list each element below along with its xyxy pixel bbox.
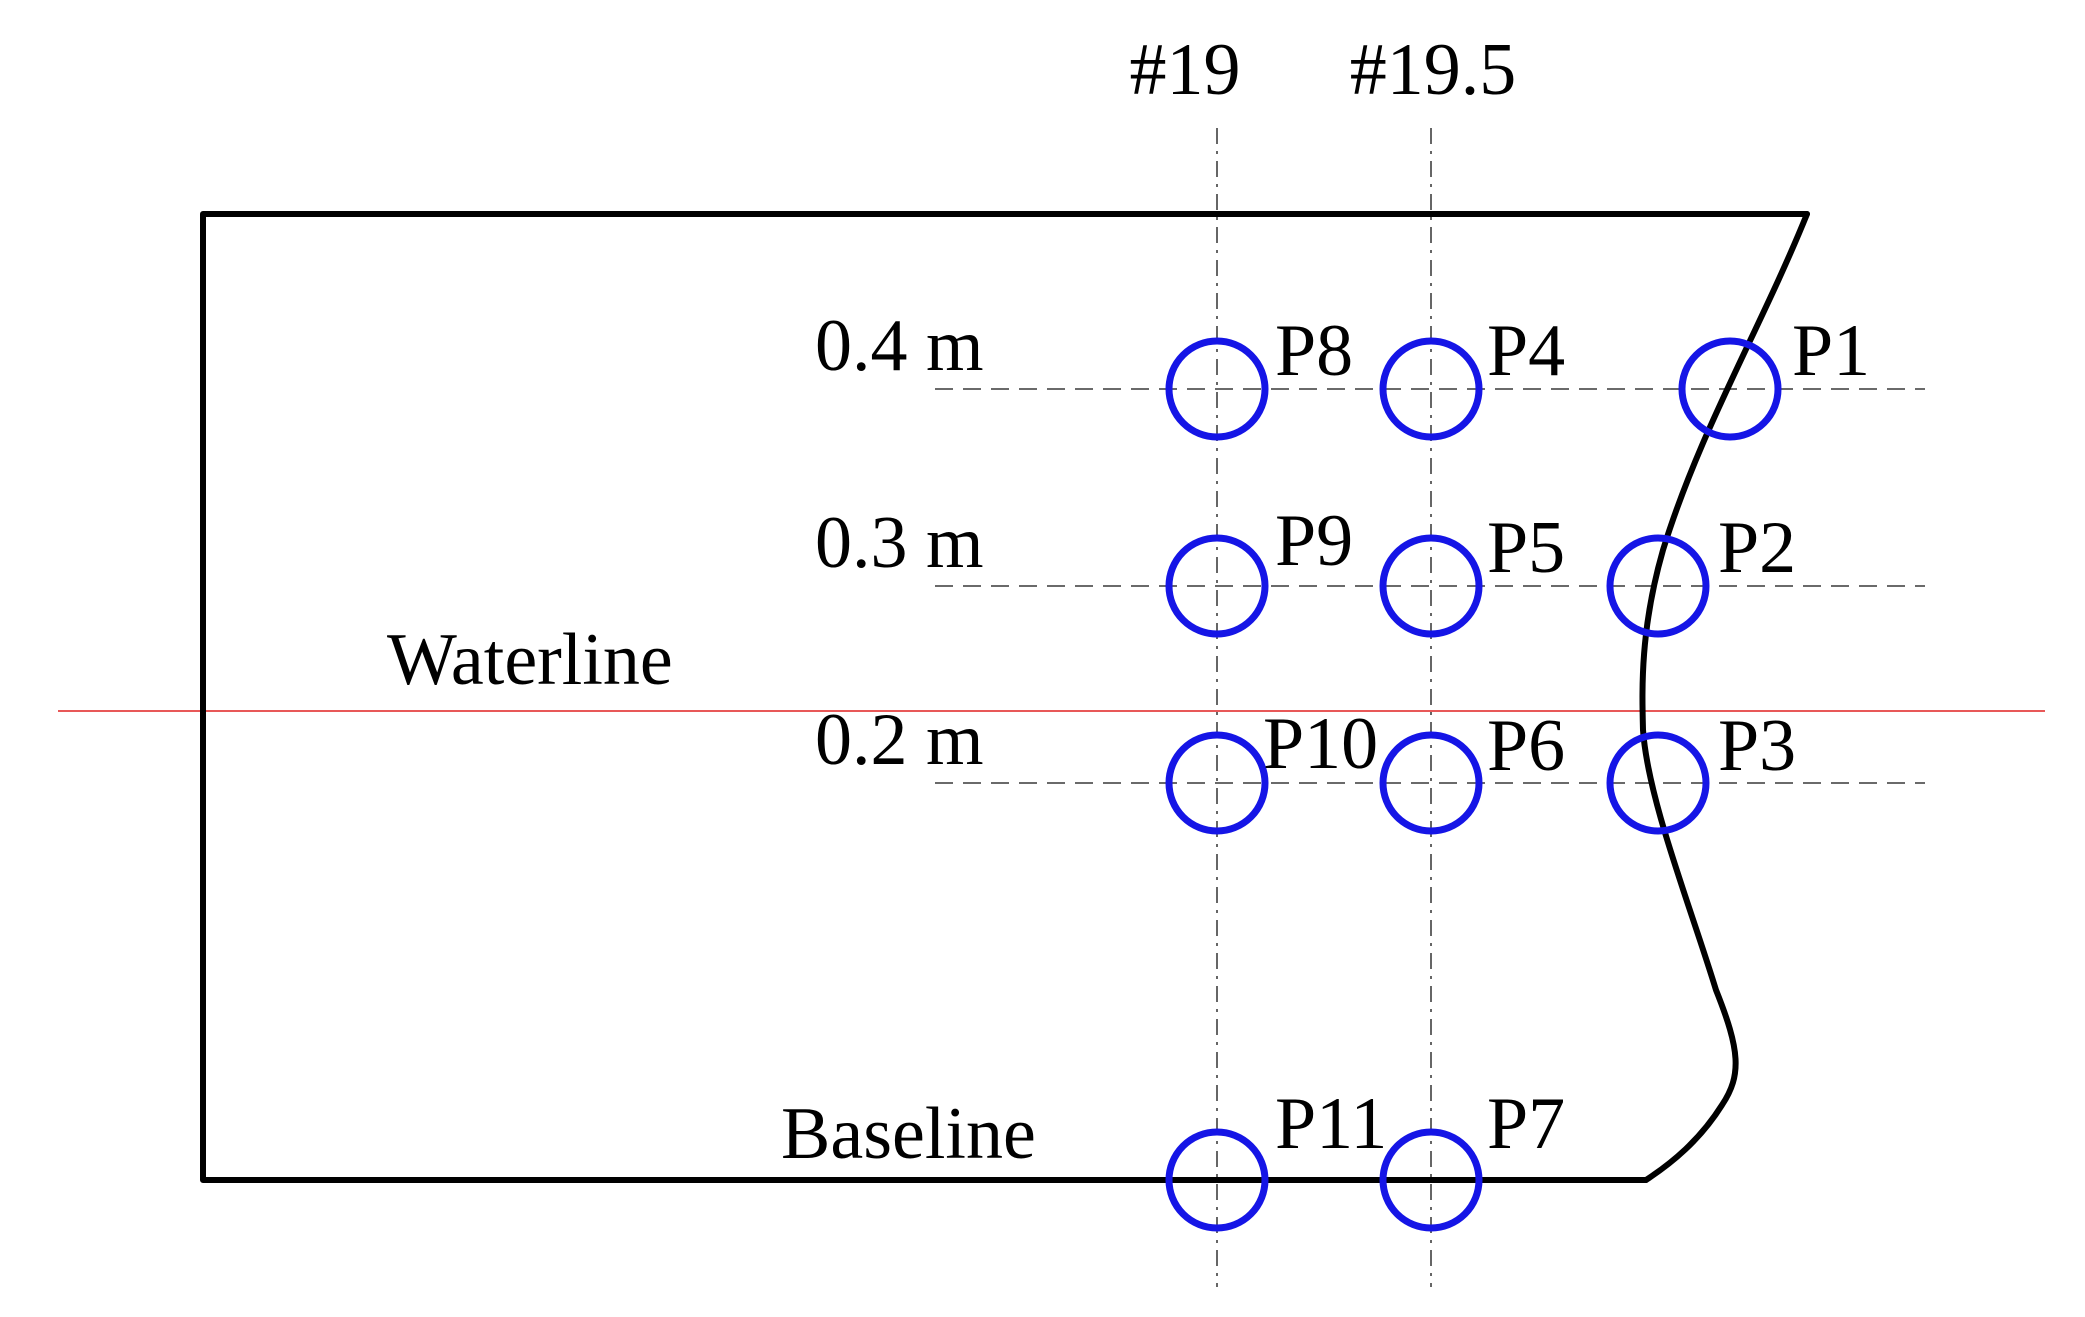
hull-outline [200, 211, 1810, 1183]
height-label-03: 0.3 m [815, 502, 984, 584]
station-label-19-5: #19.5 [1350, 29, 1517, 111]
probe-label-p4: P4 [1487, 310, 1565, 392]
station-label-19: #19 [1130, 29, 1241, 111]
probe-p3 [1606, 731, 1710, 835]
probe-label-p7: P7 [1487, 1083, 1565, 1165]
probe-label-p8: P8 [1275, 310, 1353, 392]
probe-p5 [1379, 534, 1483, 638]
probe-p1 [1678, 337, 1782, 441]
probe-label-p3: P3 [1718, 705, 1796, 787]
probe-p9 [1165, 534, 1269, 638]
waterline-label: Waterline [387, 619, 673, 701]
probe-label-p6: P6 [1487, 705, 1565, 787]
height-label-04: 0.4 m [815, 305, 984, 387]
probe-p4 [1379, 337, 1483, 441]
probe-p6 [1379, 731, 1483, 835]
probe-p7 [1379, 1128, 1483, 1232]
probe-label-p5: P5 [1487, 507, 1565, 589]
bow-profile [1639, 211, 1810, 1183]
probe-label-p9: P9 [1275, 500, 1353, 582]
probe-label-p10: P10 [1263, 703, 1378, 785]
probe-label-p11: P11 [1275, 1083, 1387, 1165]
probe-p2 [1606, 534, 1710, 638]
probe-p8 [1165, 337, 1269, 441]
probe-label-p1: P1 [1792, 310, 1870, 392]
probe-label-p2: P2 [1718, 507, 1796, 589]
probe-p10 [1165, 731, 1269, 835]
height-label-02: 0.2 m [815, 699, 984, 781]
probe-p11 [1165, 1128, 1269, 1232]
baseline-label: Baseline [781, 1093, 1036, 1175]
